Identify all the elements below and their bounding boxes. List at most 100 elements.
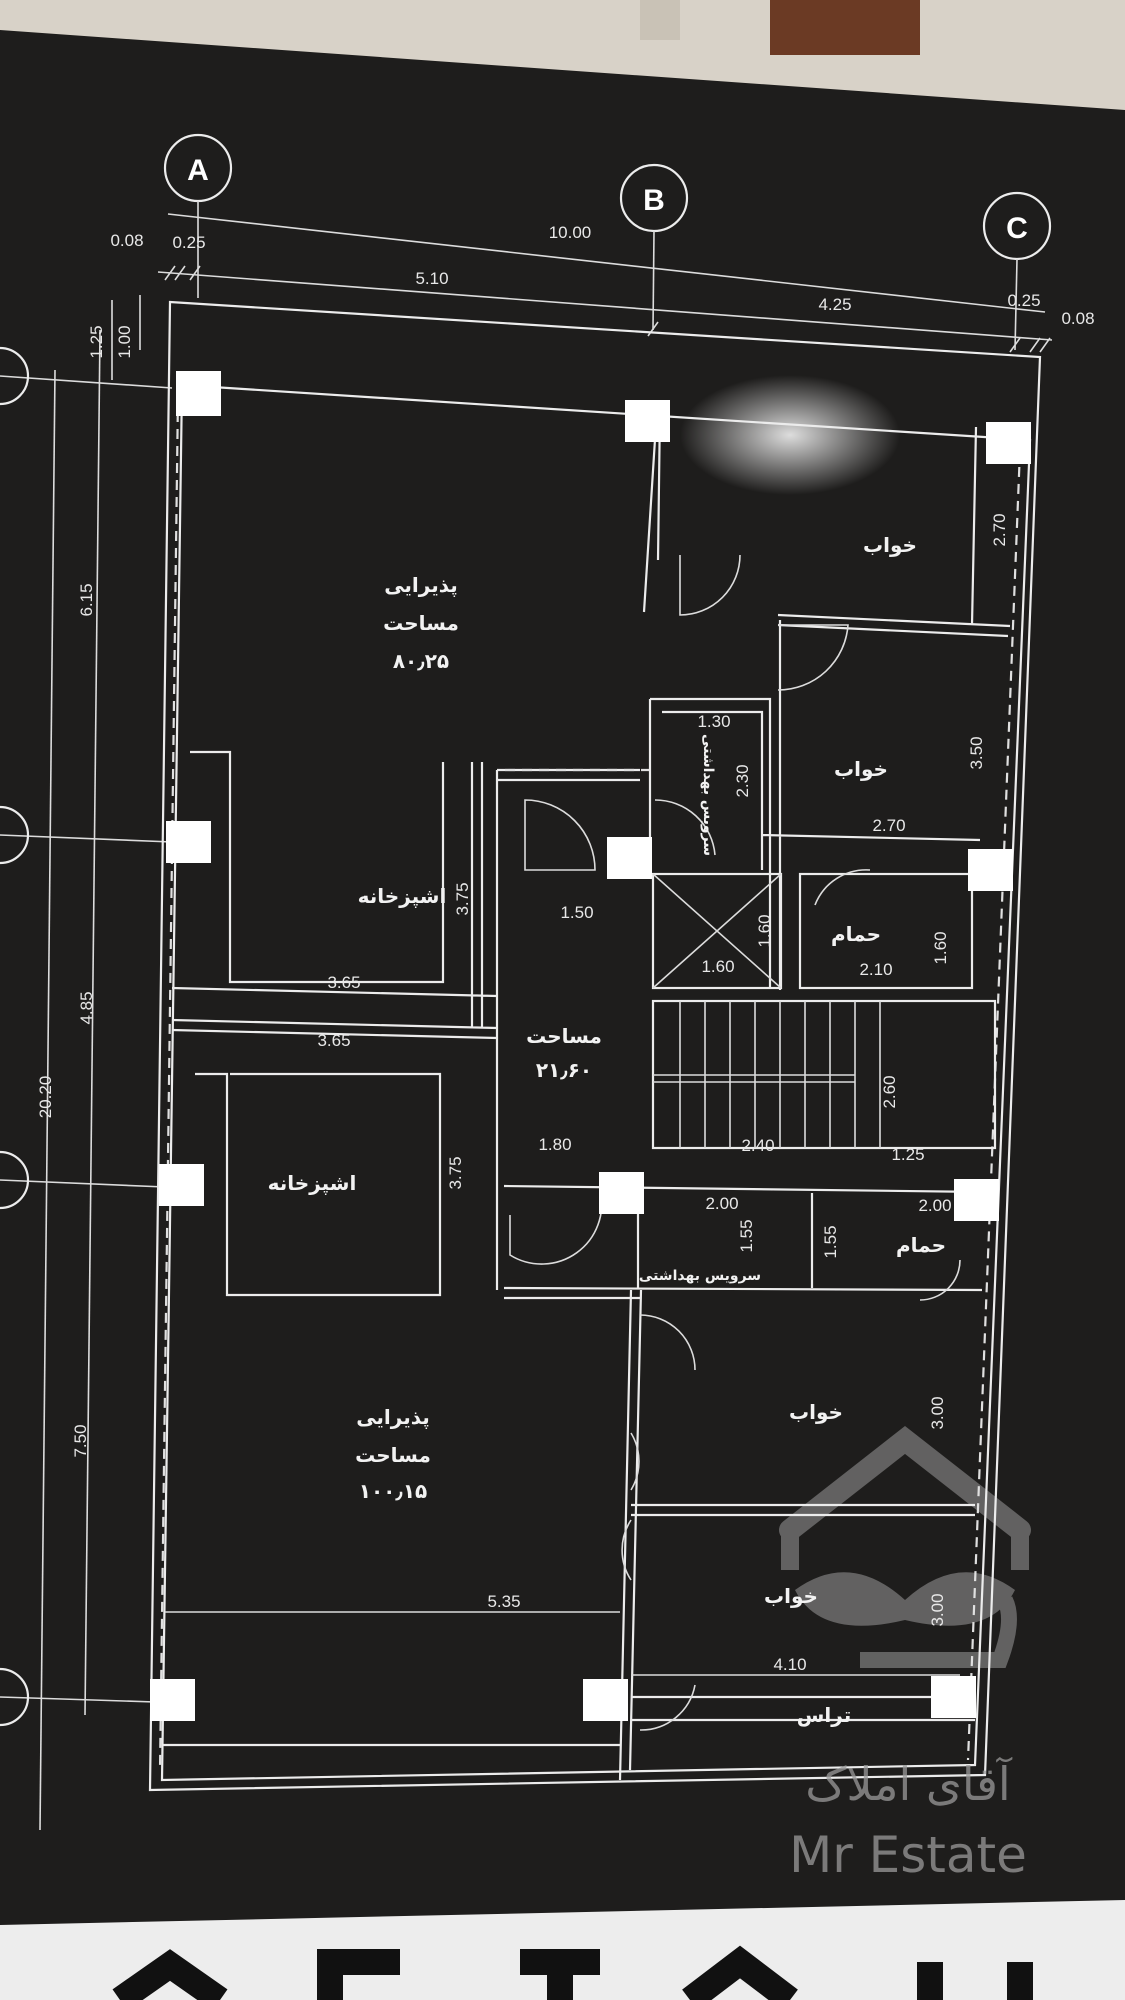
axis-label-a: A	[187, 154, 209, 187]
dim-stairs-height: 2.60	[880, 1075, 899, 1108]
dim-bay-ab: 5.10	[415, 269, 448, 288]
row-axis-bubble	[0, 805, 30, 865]
top-dimension-lines	[157, 213, 1053, 353]
dim-bay-3: 7.50	[71, 1424, 90, 1457]
dim-hall-mid-width: 1.80	[538, 1135, 571, 1154]
room-bedroom-4-name: خواب	[764, 1584, 818, 1608]
column	[968, 849, 1013, 891]
door-swing	[621, 1432, 640, 1581]
dim-living-bottom-width: 5.35	[487, 1592, 520, 1611]
dim-overall-width: 10.00	[549, 223, 592, 242]
room-living-top-area-label: مساحت	[383, 611, 459, 635]
room-terrace-name: تراس	[797, 1703, 851, 1727]
elevator-shaft	[651, 872, 783, 990]
door-swing	[639, 1314, 696, 1371]
dim-bay-1: 6.15	[77, 583, 96, 616]
dim-bay-bc: 4.25	[818, 295, 851, 314]
dim-top-inner: 1.00	[115, 325, 134, 358]
door-swing	[509, 1189, 603, 1265]
dim-bay-2: 4.85	[77, 991, 96, 1024]
room-living-top-name: پذیرایی	[384, 573, 458, 598]
dim-wc-bottom-height: 1.55	[737, 1219, 756, 1252]
column	[931, 1676, 976, 1718]
column	[159, 1164, 204, 1206]
watermark-brand-fa: آقای املاک	[805, 1757, 1013, 1811]
door-swing	[679, 554, 741, 616]
room-bath-top-name: حمام	[831, 922, 881, 946]
dim-bath-bottom-width: 2.00	[918, 1196, 951, 1215]
dim-wc-top-width: 1.30	[697, 712, 730, 731]
room-kitchen-1-name: اشپزخانه	[358, 884, 447, 909]
column	[954, 1179, 999, 1221]
dim-left-offset-outer: 0.08	[110, 231, 143, 250]
left-facade-line	[158, 394, 180, 1771]
dim-right-offset-outer: 0.08	[1061, 309, 1094, 328]
unit-mid-area: ۲۱٫۶۰	[536, 1058, 592, 1082]
axis-label-c: C	[1006, 212, 1028, 245]
dim-stairs-width: 2.40	[741, 1136, 774, 1155]
unit-mid-area-label: مساحت	[526, 1024, 602, 1048]
column	[607, 837, 652, 879]
room-wc-top-name: سرویس بهداشتی	[700, 734, 716, 856]
bottom-white-board	[0, 1900, 1125, 2000]
dim-right-offset-inner: 0.25	[1007, 291, 1040, 310]
dim-bath-top-height: 1.60	[931, 931, 950, 964]
column	[986, 422, 1031, 464]
doors	[509, 554, 961, 1731]
dim-kitchen-2-height: 3.75	[446, 1156, 465, 1189]
dim-wc-top-height: 2.30	[733, 764, 752, 797]
column	[150, 1679, 195, 1721]
light-glare	[680, 375, 900, 495]
room-bedroom-1-name: خواب	[863, 533, 917, 557]
room-bath-bottom-name: حمام	[896, 1233, 946, 1257]
dim-kitchen-1-height: 3.75	[453, 882, 472, 915]
walls	[148, 300, 1042, 1792]
dim-overall-depth: 20.20	[36, 1076, 55, 1119]
room-living-top-area: ۸۰٫۲۵	[393, 649, 449, 673]
column	[583, 1679, 628, 1721]
room-living-bottom-area: ۱۰۰٫۱۵	[359, 1479, 428, 1503]
grid-axis-b: B	[619, 163, 689, 331]
room-kitchen-2-name: اشپزخانه	[268, 1171, 357, 1196]
door-swing	[919, 1259, 961, 1301]
grid-axis-c: C	[982, 191, 1052, 351]
column	[176, 371, 221, 416]
columns	[150, 371, 1031, 1721]
room-bedroom-2-name: خواب	[834, 757, 888, 781]
column	[599, 1172, 644, 1214]
watermark-logo-icon	[779, 1426, 1031, 1668]
dim-stairs-landing: 1.25	[891, 1145, 924, 1164]
dim-bedroom-2-height: 3.50	[967, 736, 986, 769]
room-bedroom-3-name: خواب	[789, 1400, 843, 1424]
dim-wc-bottom-width: 2.00	[705, 1194, 738, 1213]
top-photo-strip	[0, 0, 1125, 110]
dim-left-offset-inner: 0.25	[172, 233, 205, 252]
dim-bedroom-4-width: 4.10	[773, 1655, 806, 1674]
row-axis-bubble	[0, 1667, 30, 1727]
dim-elevator-width: 1.60	[701, 957, 734, 976]
dim-kitchen-2-width: 3.65	[317, 1031, 350, 1050]
dim-bedroom-1-height: 2.70	[990, 513, 1009, 546]
dim-kitchen-1-width: 3.65	[327, 973, 360, 992]
row-axis-bubble	[0, 346, 30, 406]
room-living-bottom-area-label: مساحت	[355, 1443, 431, 1467]
dim-bath-top-width: 2.10	[859, 960, 892, 979]
door-swing	[777, 624, 849, 691]
room-living-bottom-name: پذیرایی	[356, 1405, 430, 1430]
dim-bedroom-4-height: 3.00	[928, 1593, 947, 1626]
axis-label-b: B	[643, 184, 665, 217]
door-swing	[654, 799, 716, 856]
dim-top-outer: 1.25	[87, 325, 106, 358]
door-swing	[814, 869, 871, 906]
dim-bath-bottom-height: 1.55	[821, 1225, 840, 1258]
column	[166, 821, 211, 863]
dim-elevator-height: 1.60	[755, 914, 774, 947]
dim-bedroom-2-width: 2.70	[872, 816, 905, 835]
left-dimension-lines	[0, 295, 173, 1831]
row-axis-bubble	[0, 1150, 30, 1210]
door-swing	[524, 799, 596, 871]
dim-bedroom-3-height: 3.00	[928, 1396, 947, 1429]
room-wc-bottom-name: سرویس بهداشتی	[639, 1268, 761, 1284]
